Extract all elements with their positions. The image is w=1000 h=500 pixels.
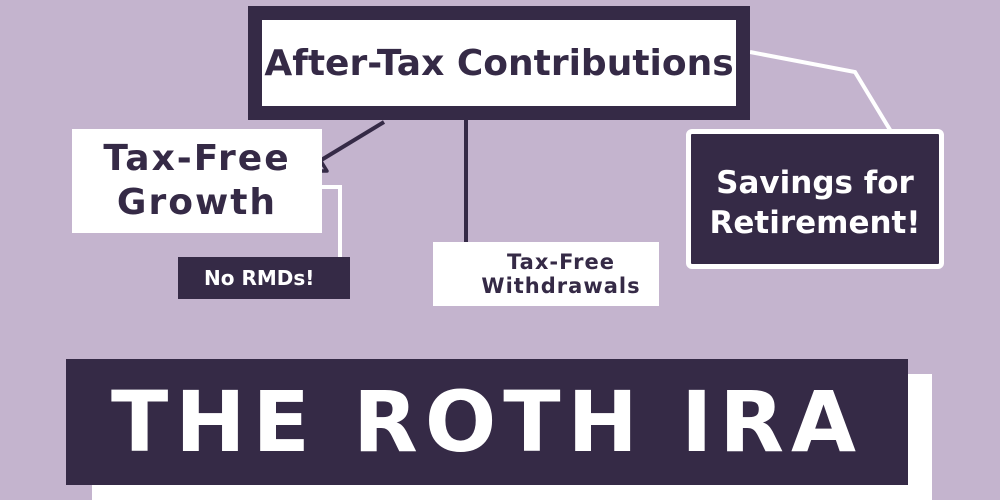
no-rmds-label: No RMDs! — [204, 266, 315, 290]
connector-growth-to-rmd — [322, 185, 342, 268]
page-title: THE ROTH IRA — [110, 373, 864, 471]
tax-free-growth-line2: Growth — [116, 182, 278, 223]
connector-contrib-to-savings — [749, 50, 903, 150]
connector-contrib-to-growth — [316, 120, 386, 164]
savings-for-retirement-box: Savings for Retirement! — [686, 129, 944, 269]
no-rmds-box: No RMDs! — [178, 257, 350, 299]
tax-free-withdrawals-box: Tax-Free Withdrawals — [433, 242, 659, 306]
tax-free-withdrawals-line2: Withdrawals — [481, 274, 641, 298]
after-tax-contributions-box: After-Tax Contributions — [248, 6, 750, 120]
tax-free-growth-box: Tax-Free Growth — [72, 129, 322, 233]
tax-free-growth-line1: Tax-Free — [103, 138, 291, 179]
savings-line1: Savings for — [716, 165, 914, 201]
savings-line2: Retirement! — [709, 205, 921, 241]
tax-free-withdrawals-line1: Tax-Free — [507, 250, 615, 274]
after-tax-contributions-label: After-Tax Contributions — [262, 20, 736, 106]
title-banner: THE ROTH IRA — [66, 359, 908, 485]
